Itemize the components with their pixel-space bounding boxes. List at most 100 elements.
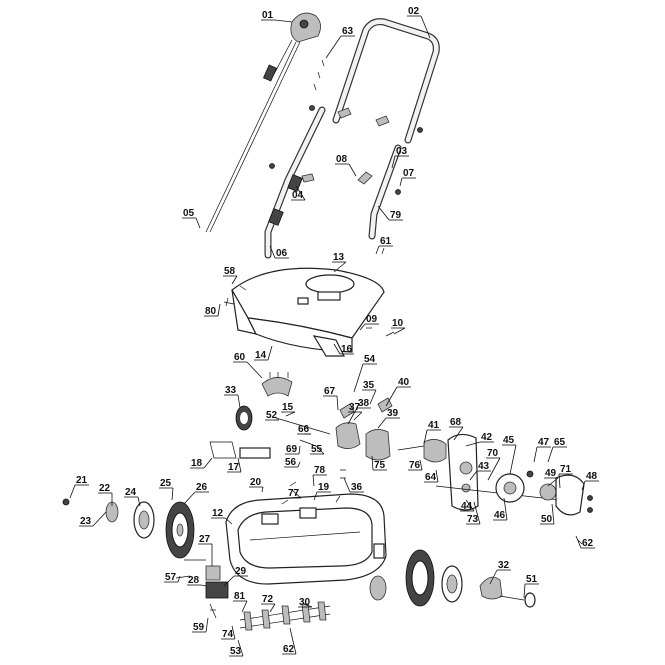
leader-line — [465, 441, 481, 447]
part-label-49: 49 — [545, 468, 557, 479]
leader-line — [177, 575, 181, 583]
leader-line — [391, 155, 396, 169]
part-callout-13: 13 — [332, 252, 347, 273]
leader-line — [371, 455, 374, 471]
part-label-65: 65 — [554, 437, 566, 448]
part-callout-25: 25 — [159, 478, 174, 501]
part-label-05: 05 — [183, 208, 195, 219]
leader-line — [547, 477, 559, 487]
part-callout-03: 03 — [391, 146, 409, 169]
leader-line — [359, 323, 366, 331]
leader-line — [203, 457, 213, 469]
part-label-33: 33 — [225, 385, 237, 396]
leader-line — [347, 407, 358, 425]
leader-line — [385, 386, 398, 407]
leader-line — [393, 327, 406, 335]
part-label-02: 02 — [408, 6, 420, 17]
part-callout-44: 44 — [460, 499, 475, 512]
part-label-22: 22 — [99, 483, 111, 494]
part-callout-48: 48 — [581, 471, 599, 491]
part-label-56: 56 — [285, 457, 297, 468]
main-housing — [225, 493, 387, 585]
leader-line — [269, 603, 276, 613]
part-callout-19: 19 — [313, 482, 331, 501]
part-callout-20: 20 — [249, 477, 264, 493]
part-label-38: 38 — [358, 398, 370, 409]
part-callout-58: 58 — [223, 266, 238, 285]
part-callout-71: 71 — [558, 464, 573, 489]
part-callout-43: 43 — [469, 461, 491, 481]
part-label-59: 59 — [193, 622, 205, 633]
part-callout-57: 57 — [164, 572, 181, 583]
leader-line — [269, 245, 276, 259]
leader-line — [377, 205, 390, 221]
part-label-45: 45 — [503, 435, 515, 446]
part-label-10: 10 — [392, 318, 404, 329]
part-callout-73: 73 — [466, 501, 481, 525]
leader-line — [343, 477, 351, 493]
part-callout-53: 53 — [229, 639, 244, 657]
part-callout-65: 65 — [547, 437, 567, 463]
leader-line — [205, 617, 209, 633]
part-callout-17: 17 — [227, 457, 242, 473]
part-label-52: 52 — [266, 410, 278, 421]
part-callout-06: 06 — [269, 245, 289, 259]
part-callout-63: 63 — [325, 26, 355, 59]
part-label-42: 42 — [481, 432, 493, 443]
part-callout-35: 35 — [362, 380, 377, 405]
part-label-40: 40 — [398, 377, 410, 388]
leader-line — [453, 426, 464, 441]
part-callout-50: 50 — [540, 503, 555, 525]
part-callout-46: 46 — [493, 497, 508, 521]
part-callout-36: 36 — [343, 477, 364, 493]
leader-line — [295, 185, 306, 201]
leader-line — [489, 569, 498, 585]
part-label-39: 39 — [387, 408, 399, 419]
leader-line — [241, 600, 248, 613]
leader-line — [435, 469, 439, 483]
part-label-66: 66 — [298, 424, 310, 435]
part-callout-21: 21 — [69, 475, 89, 499]
part-label-53: 53 — [230, 646, 242, 657]
leader-line — [137, 496, 141, 507]
leader-line — [369, 389, 377, 405]
leader-line — [69, 484, 76, 499]
part-label-21: 21 — [76, 475, 88, 486]
part-callout-60: 60 — [233, 352, 263, 379]
part-label-28: 28 — [188, 575, 200, 586]
leader-line — [419, 459, 423, 471]
part-label-48: 48 — [586, 471, 598, 482]
leader-line — [465, 499, 475, 512]
left-wheels — [62, 498, 195, 559]
leader-line — [297, 461, 301, 468]
part-callout-40: 40 — [385, 377, 411, 407]
leader-line — [375, 245, 380, 255]
part-label-73: 73 — [467, 514, 479, 525]
leader-line — [469, 470, 478, 481]
part-label-76: 76 — [409, 460, 421, 471]
part-callout-62: 62 — [282, 627, 297, 655]
part-label-14: 14 — [255, 350, 267, 361]
leader-line — [575, 535, 582, 549]
leader-line — [399, 177, 403, 187]
leader-line — [237, 639, 244, 657]
leader-line — [353, 363, 364, 393]
part-callout-15: 15 — [281, 402, 296, 417]
part-label-77: 77 — [288, 488, 300, 499]
leader-line — [267, 345, 273, 361]
part-callout-05: 05 — [182, 208, 201, 229]
part-label-32: 32 — [498, 560, 510, 571]
leader-line — [333, 343, 341, 355]
part-callout-10: 10 — [391, 318, 406, 335]
leader-line — [303, 603, 313, 608]
part-label-61: 61 — [380, 236, 392, 247]
part-label-29: 29 — [235, 566, 247, 577]
leader-line — [231, 275, 238, 285]
leader-line — [224, 517, 233, 525]
part-callout-30: 30 — [298, 597, 313, 608]
leader-line — [298, 445, 301, 455]
part-label-30: 30 — [299, 597, 311, 608]
part-callout-54: 54 — [353, 354, 377, 393]
part-callout-01: 01 — [261, 10, 293, 23]
